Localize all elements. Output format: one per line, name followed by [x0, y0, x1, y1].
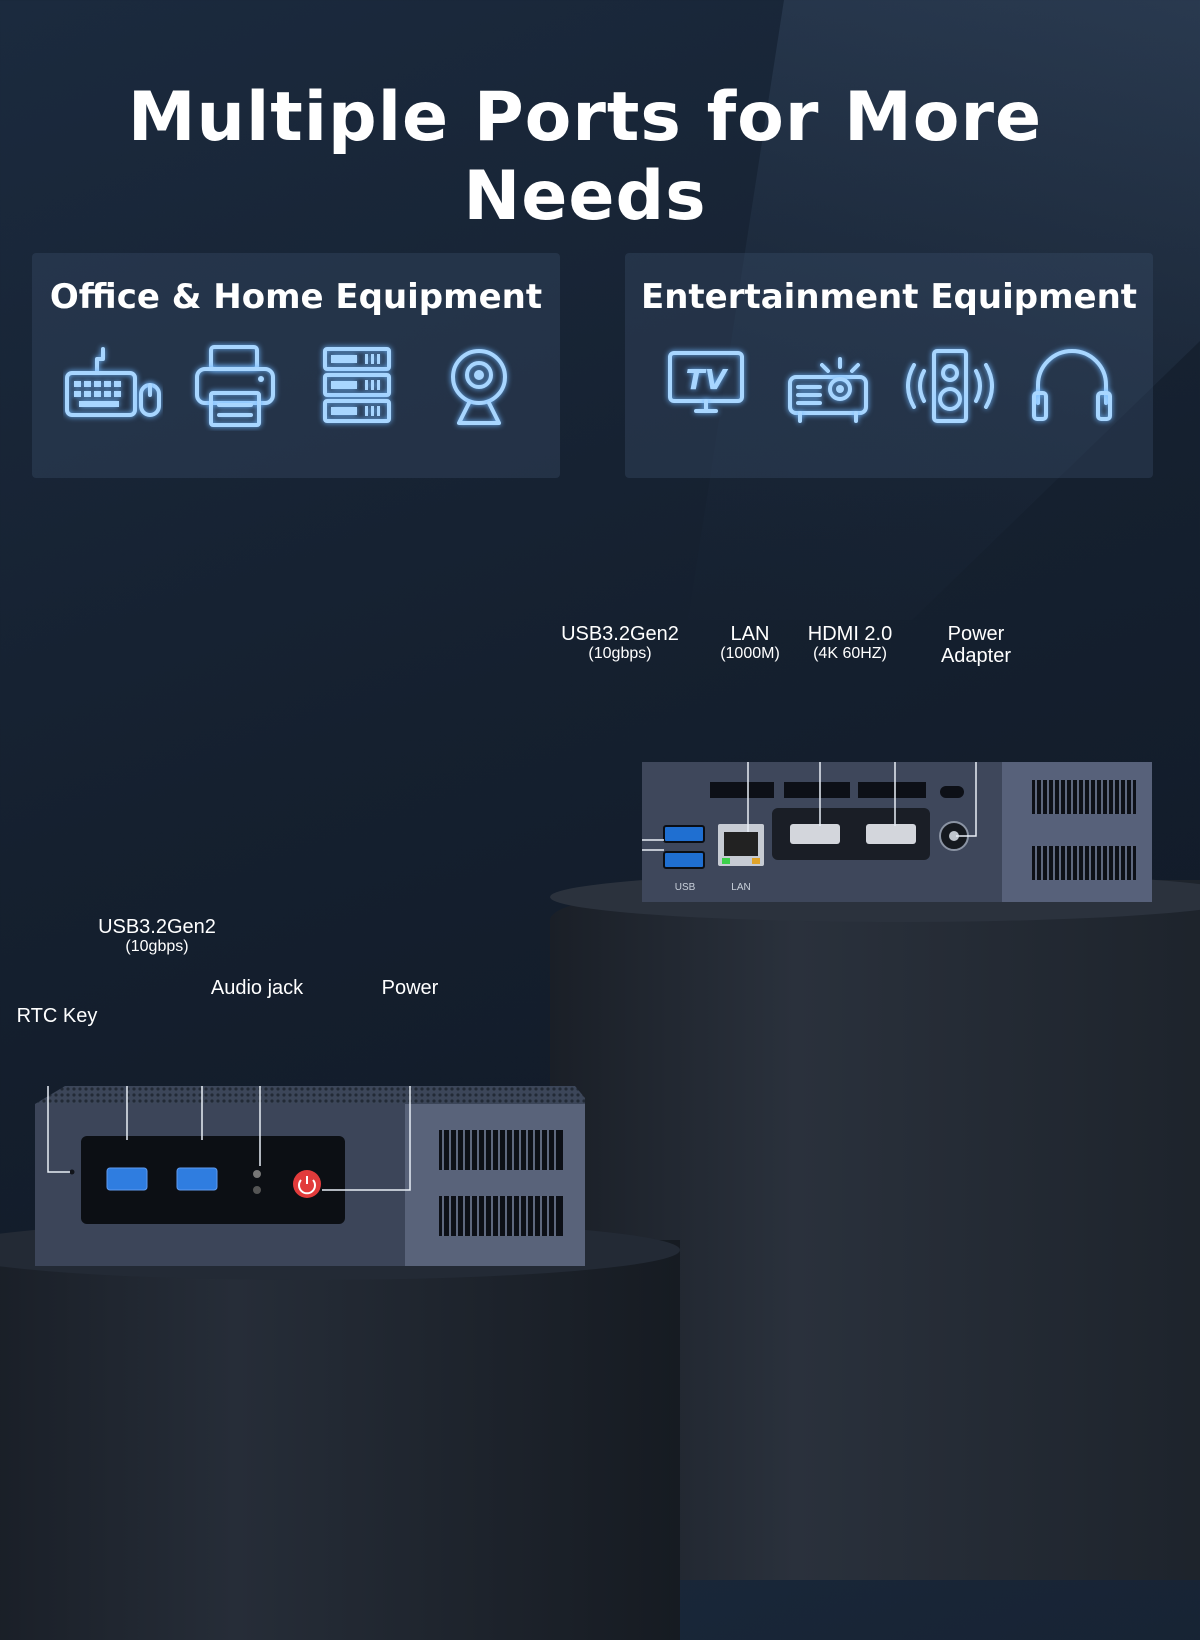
projector-icon — [788, 357, 868, 423]
office-panel-title: Office & Home Equipment — [49, 277, 543, 317]
svg-text:USB: USB — [675, 882, 696, 893]
page-title: Multiple Ports for More Needs — [127, 78, 1043, 236]
webcam-icon — [451, 349, 507, 425]
front-power-label: Power — [381, 977, 439, 999]
back-power-adapter-label: Power Adapter — [940, 623, 1012, 667]
svg-text:LAN: LAN — [731, 882, 750, 893]
speaker-icon — [906, 349, 994, 423]
svg-text:TV: TV — [686, 363, 729, 396]
back-lan-label: LAN (1000M) — [720, 623, 780, 662]
headphones-icon — [1032, 349, 1112, 421]
mini-pc-front-view — [35, 1086, 585, 1266]
back-usb-label: USB3.2Gen2 (10gbps) — [561, 623, 679, 662]
front-usb-label: USB3.2Gen2 (10gbps) — [98, 916, 216, 955]
entertainment-equipment-panel: Entertainment Equipment TV — [625, 253, 1153, 478]
left-pedestal — [0, 1240, 680, 1640]
entertainment-panel-title: Entertainment Equipment — [640, 277, 1138, 317]
tv-icon: TV — [668, 351, 744, 413]
printer-icon — [195, 345, 275, 427]
keyboard-mouse-icon — [65, 347, 161, 417]
front-audio-jack-label: Audio jack — [210, 977, 304, 999]
office-equipment-panel: Office & Home Equipment — [32, 253, 560, 478]
back-hdmi-label: HDMI 2.0 (4K 60HZ) — [807, 623, 893, 662]
server-icon — [323, 347, 391, 423]
front-rtc-key-label: RTC Key — [16, 1005, 98, 1027]
mini-pc-back-view: USB LAN — [642, 762, 1152, 902]
